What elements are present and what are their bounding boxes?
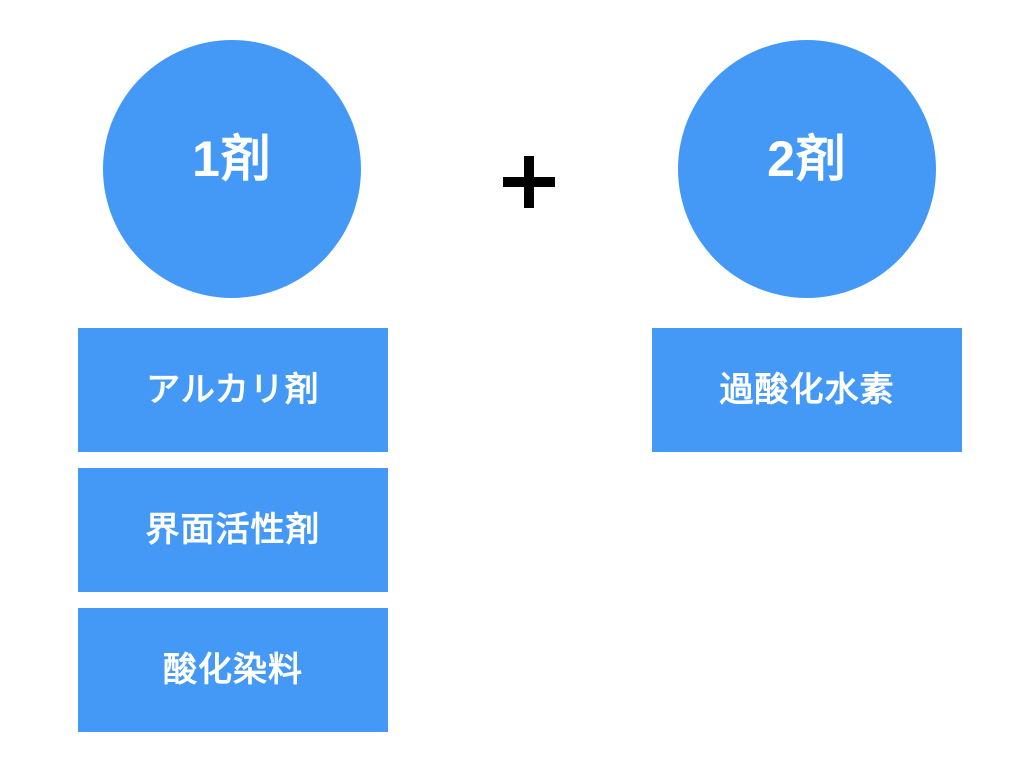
ingredient-box-surfactant: 界面活性剤 <box>78 468 388 592</box>
plus-icon: + <box>503 156 555 208</box>
ingredient-box-hydrogen-peroxide: 過酸化水素 <box>652 328 962 452</box>
ingredient-label-alkali-agent: アルカリ剤 <box>146 371 320 409</box>
agent2-circle-label: 2剤 <box>767 131 847 187</box>
ingredient-box-alkali-agent: アルカリ剤 <box>78 328 388 452</box>
ingredient-label-surfactant: 界面活性剤 <box>145 511 321 549</box>
plus-label: + <box>502 155 503 156</box>
agent1-circle-label: 1剤 <box>192 131 272 187</box>
ingredient-label-hydrogen-peroxide: 過酸化水素 <box>719 371 895 409</box>
agent1-circle: 1剤 <box>103 40 361 298</box>
ingredient-label-oxidation-dye: 酸化染料 <box>163 651 303 689</box>
ingredient-box-oxidation-dye: 酸化染料 <box>78 608 388 732</box>
agent2-circle: 2剤 <box>678 40 936 298</box>
